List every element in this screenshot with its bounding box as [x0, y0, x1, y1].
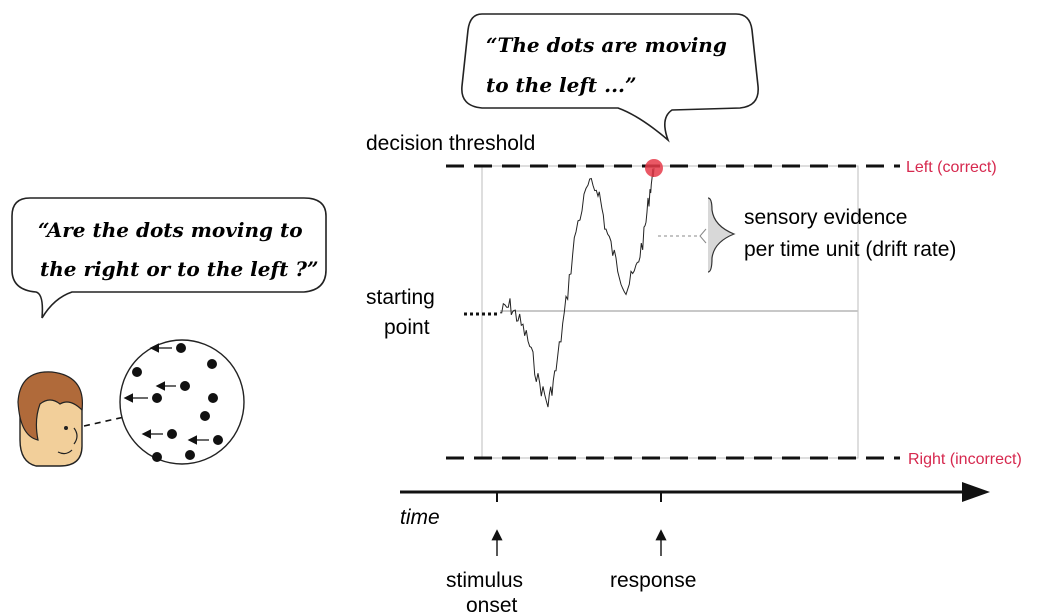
speech-bubble-top: “The dots are moving to the left ...”: [461, 13, 759, 143]
starting-point-label-1: starting: [366, 286, 435, 309]
decision-threshold-label: decision threshold: [366, 132, 535, 155]
sensory-evidence-label-1: sensory evidence: [744, 206, 907, 229]
drift-distribution-icon: [707, 197, 736, 273]
random-dot-stimulus: [119, 339, 245, 465]
starting-point-label-2: point: [384, 316, 430, 339]
speech-left-line2: the right or to the left ?”: [40, 257, 319, 281]
stimulus-onset-label-2: onset: [466, 594, 518, 612]
speech-top-line1: “The dots are moving: [486, 33, 727, 57]
sensory-evidence-label-2: per time unit (drift rate): [744, 238, 956, 261]
speech-top-line2: to the left ...”: [486, 73, 637, 97]
evidence-accumulation-trace: [499, 167, 655, 408]
observer-face-icon: [17, 371, 84, 467]
stimulus-onset-label-1: stimulus: [446, 569, 523, 592]
speech-left-line1: “Are the dots moving to: [38, 218, 303, 242]
left-correct-label: Left (correct): [906, 159, 997, 176]
right-incorrect-label: Right (incorrect): [908, 451, 1022, 468]
speech-bubble-left: “Are the dots moving to the right or to …: [11, 197, 327, 319]
response-dot: [645, 159, 663, 177]
response-label: response: [610, 569, 696, 592]
time-axis-arrowhead: [962, 482, 990, 502]
time-label: time: [400, 506, 440, 529]
